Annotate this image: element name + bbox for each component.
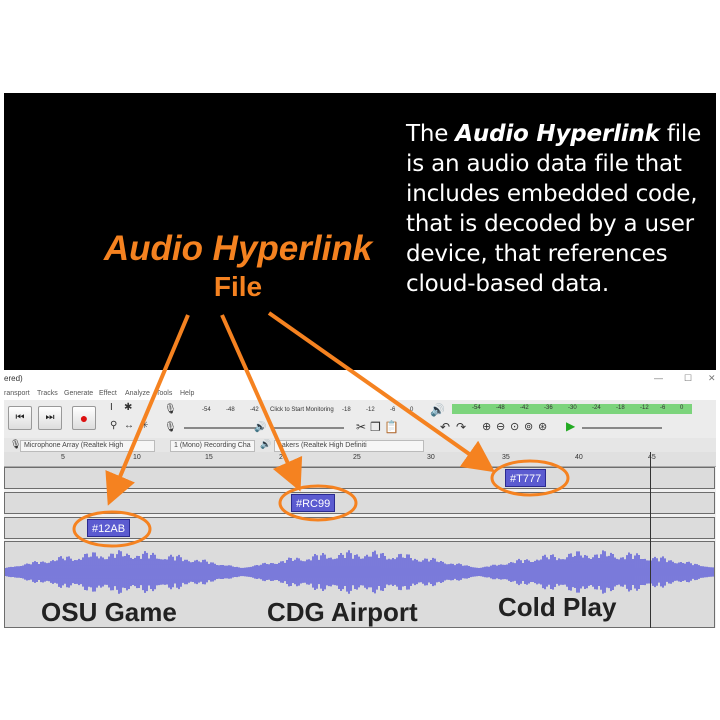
output-device-select[interactable]: eakers (Realtek High Definiti	[274, 440, 424, 452]
channels-select[interactable]: 1 (Mono) Recording Cha	[170, 440, 255, 452]
callout-prefix: The	[406, 121, 456, 147]
label-track-3[interactable]: #12AB	[4, 517, 715, 539]
selection-tool-icon[interactable]: I	[110, 402, 113, 413]
output-speaker-icon: 🔊	[260, 439, 272, 449]
play-tick: -54	[472, 405, 481, 411]
ruler-tick: 45	[648, 454, 656, 461]
menu-generate[interactable]: Generate	[64, 390, 94, 397]
label-marker-12ab[interactable]: #12AB	[87, 519, 131, 537]
redo-icon[interactable]: ↷	[456, 420, 467, 434]
fit-project-icon[interactable]: ⊚	[524, 421, 534, 433]
label-marker-rc99[interactable]: #RC99	[291, 494, 336, 512]
play-tick: -18	[616, 405, 625, 411]
maximize-icon[interactable]: ☐	[684, 373, 693, 383]
segment-label-cdg: CDG Airport	[267, 597, 418, 627]
speaker-meter-icon: 🔊	[430, 403, 445, 417]
menu-effect[interactable]: Effect	[99, 390, 117, 397]
play-tick: -48	[496, 405, 505, 411]
toolbar: ⏮ ⏭ ● I ✱ ⚲ ↔ ✳ 🎙 -54 -48 -42 Click to S…	[4, 400, 716, 438]
ruler-tick: 15	[205, 454, 213, 461]
callout-emphasis: Audio Hyperlink	[455, 121, 660, 147]
menu-transport[interactable]: ransport	[4, 390, 30, 397]
microphone-icon: 🎙	[10, 439, 22, 449]
callout-rest: file is an audio data file that includes…	[406, 121, 702, 297]
label-track-1[interactable]: #T777	[4, 467, 715, 489]
playhead[interactable]	[650, 452, 651, 628]
fit-selection-icon[interactable]: ⊙	[510, 421, 520, 433]
waveform-path	[5, 550, 714, 594]
menu-help[interactable]: Help	[180, 390, 195, 397]
record-meter[interactable]: -54 -48 -42 Click to Start Monitoring -1…	[182, 406, 422, 416]
cut-icon[interactable]: ✂	[356, 420, 367, 434]
skip-to-start-button[interactable]: ⏮	[8, 406, 32, 430]
paste-icon[interactable]: 📋	[384, 420, 399, 434]
play-tick: 0	[680, 405, 684, 411]
skip-to-end-button[interactable]: ⏭	[38, 406, 62, 430]
rec-tick: -42	[250, 407, 259, 413]
ruler-tick: 20	[279, 454, 287, 461]
rec-tick: -12	[366, 407, 375, 413]
title-bar: ered) — ☐ ✕	[4, 370, 716, 388]
play-tick: -30	[568, 405, 577, 411]
timeline-ruler[interactable]: 5 10 15 20 25 30 35 40 45	[4, 452, 716, 467]
playback-volume-slider[interactable]	[274, 427, 344, 429]
close-icon[interactable]: ✕	[708, 373, 716, 383]
zoom-tool-icon[interactable]: ⚲	[110, 420, 118, 431]
play-tick: -6	[660, 405, 666, 411]
ruler-tick: 5	[61, 454, 65, 461]
rec-tick: -18	[342, 407, 351, 413]
ruler-tick: 40	[575, 454, 583, 461]
ruler-tick: 30	[427, 454, 435, 461]
playback-meter[interactable]: -54 -48 -42 -36 -30 -24 -18 -12 -6 0	[452, 404, 692, 414]
play-tick: -42	[520, 405, 529, 411]
headline-title: Audio Hyperlink	[103, 229, 373, 268]
label-track-2[interactable]: #RC99	[4, 492, 715, 514]
play-tick: -36	[544, 405, 553, 411]
recording-volume-slider[interactable]	[184, 427, 264, 429]
recording-volume-icon: 🎙	[164, 422, 177, 433]
audio-track[interactable]: OSU Game CDG Airport Cold Play	[4, 541, 715, 628]
ruler-tick: 25	[353, 454, 361, 461]
rec-tick: -6	[390, 407, 396, 413]
segment-label-osu: OSU Game	[41, 597, 177, 627]
record-button[interactable]: ●	[72, 406, 96, 430]
label-marker-t777[interactable]: #T777	[505, 469, 547, 487]
copy-icon[interactable]: ❐	[370, 420, 381, 434]
rec-tick: -48	[226, 407, 235, 413]
play-speed-slider[interactable]	[582, 427, 662, 429]
audio-editor-window: ered) — ☐ ✕ ransport Tracks Generate Eff…	[4, 370, 716, 628]
slide: The Audio Hyperlink file is an audio dat…	[4, 93, 716, 628]
zoom-toggle-icon[interactable]: ⊛	[538, 421, 548, 433]
zoom-in-icon[interactable]: ⊕	[482, 421, 492, 433]
ruler-tick: 35	[502, 454, 510, 461]
zoom-out-icon[interactable]: ⊖	[496, 421, 506, 433]
envelope-tool-icon[interactable]: ✱	[124, 402, 133, 413]
record-meter-mic-icon: 🎙	[164, 404, 177, 415]
menu-tools[interactable]: Tools	[156, 390, 173, 397]
multi-tool-icon[interactable]: ✳	[140, 420, 149, 431]
device-toolbar: 🎙 Microphone Array (Realtek High 1 (Mono…	[4, 438, 716, 452]
menu-bar: ransport Tracks Generate Effect Analyze …	[4, 388, 716, 400]
callout-text: The Audio Hyperlink file is an audio dat…	[406, 119, 706, 299]
audio-waveform	[5, 550, 714, 594]
timeshift-tool-icon[interactable]: ↔	[124, 420, 134, 431]
ruler-tick: 10	[133, 454, 141, 461]
playback-volume-icon: 🔊	[254, 422, 267, 433]
menu-tracks[interactable]: Tracks	[37, 390, 58, 397]
play-tick: -24	[592, 405, 601, 411]
monitor-label[interactable]: Click to Start Monitoring	[270, 407, 334, 413]
play-at-speed-button[interactable]: ▶	[566, 419, 576, 433]
segment-label-coldplay: Cold Play	[498, 592, 617, 622]
rec-tick: 0	[410, 407, 414, 413]
menu-analyze[interactable]: Analyze	[125, 390, 150, 397]
headline-subtitle: File	[213, 271, 263, 302]
rec-tick: -54	[202, 407, 211, 413]
minimize-icon[interactable]: —	[654, 373, 663, 383]
window-title: ered)	[4, 374, 23, 383]
input-device-select[interactable]: Microphone Array (Realtek High	[20, 440, 155, 452]
play-tick: -12	[640, 405, 649, 411]
undo-icon[interactable]: ↶	[440, 420, 451, 434]
